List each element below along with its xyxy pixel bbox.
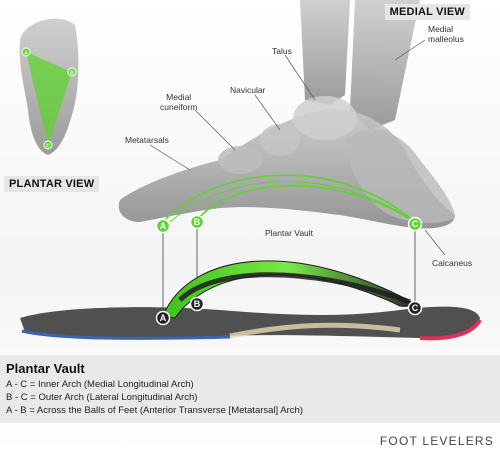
- label-navicular: Navicular: [230, 85, 266, 95]
- plantar-view-tag: PLANTAR VIEW: [4, 176, 100, 192]
- insole: [20, 306, 482, 341]
- legend-line-bc: B - C = Outer Arch (Lateral Longitudinal…: [6, 392, 198, 403]
- point-c-insole: C: [412, 303, 419, 313]
- label-plantar-vault: Plantar Vault: [265, 228, 314, 238]
- leg-bones: [300, 0, 420, 130]
- brand-logo: FOOT LEVELERS: [379, 434, 494, 448]
- point-c-plantar: C: [46, 144, 50, 150]
- label-talus: Talus: [272, 46, 292, 56]
- label-medial-cuneiform: Medial cuneiform: [160, 92, 198, 112]
- point-markers: A B C A B C A B C: [21, 47, 423, 326]
- legend-line-ac: A - C = Inner Arch (Medial Longitudinal …: [6, 379, 194, 390]
- label-calcaneus: Calcaneus: [432, 258, 473, 268]
- foot-skeleton: [118, 96, 456, 229]
- point-b-plantar: B: [70, 71, 74, 77]
- point-a-insole: A: [160, 313, 167, 323]
- plantar-foot: [19, 18, 79, 155]
- label-medial-malleolus: Medial malleolus: [428, 24, 464, 44]
- legend-panel: Plantar Vault A - C = Inner Arch (Medial…: [0, 355, 500, 423]
- arch-curves: [162, 174, 416, 223]
- medial-view-tag: MEDIAL VIEW: [384, 4, 470, 20]
- point-c-top: C: [412, 219, 419, 229]
- legend-title: Plantar Vault: [6, 361, 85, 376]
- point-b-insole: B: [194, 299, 201, 309]
- leader-lines: [149, 39, 446, 256]
- point-a-plantar: A: [24, 51, 28, 57]
- legend-line-ab: A - B = Across the Balls of Feet (Anteri…: [6, 405, 303, 416]
- label-metatarsals: Metatarsals: [125, 135, 169, 145]
- plantar-vault-shape: [162, 260, 417, 319]
- point-b-top: B: [194, 217, 201, 227]
- point-a-top: A: [160, 221, 167, 231]
